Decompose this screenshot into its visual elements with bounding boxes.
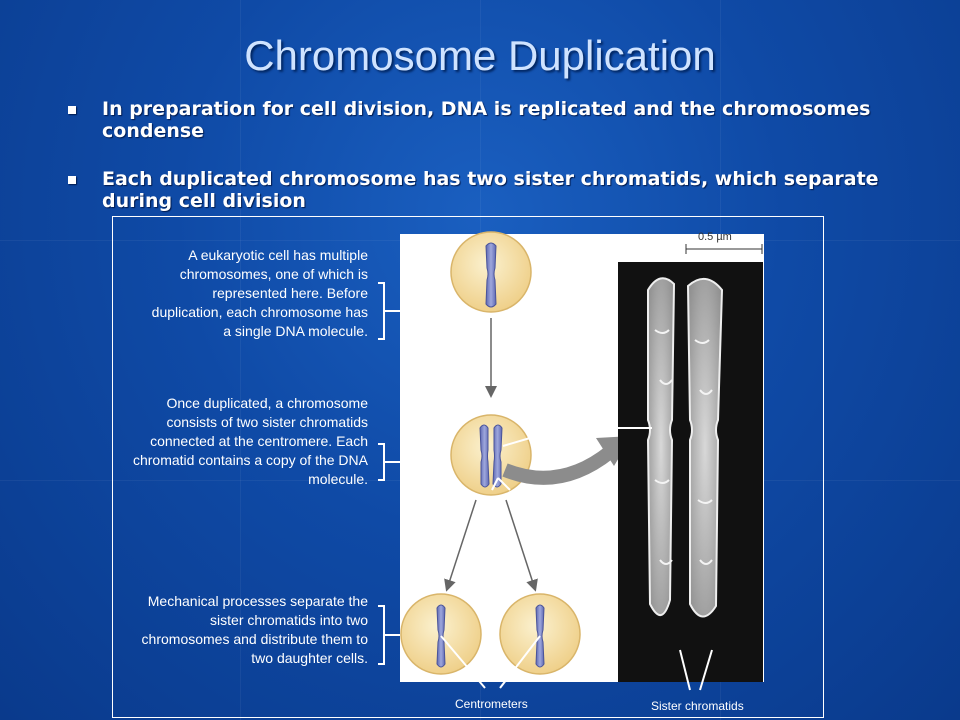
bullet-text: In preparation for cell division, DNA is… <box>102 98 871 142</box>
pointer-line <box>491 477 499 491</box>
caption-separation: Mechanical processes separate the sister… <box>141 593 368 666</box>
slide-title: Chromosome Duplication <box>244 32 716 79</box>
scale-bar-label: 0.5 µm <box>698 231 732 243</box>
cell-single-chromosome <box>450 231 532 313</box>
bracket-2 <box>378 443 400 481</box>
bullet-item: In preparation for cell division, DNA is… <box>62 98 902 142</box>
caption-duplicated-chromosome: Once duplicated, a chromosome consists o… <box>132 395 368 487</box>
bracket-3 <box>378 605 400 665</box>
sister-chromatid-left <box>479 424 490 488</box>
pointer-line <box>502 437 531 447</box>
chromosome <box>485 242 497 308</box>
sister-chromatids-label: Sister chromatids <box>651 699 744 713</box>
centrometers-label: Centrometers <box>455 697 528 711</box>
bullet-list: In preparation for cell division, DNA is… <box>62 98 902 238</box>
daughter-cell-left <box>400 593 482 675</box>
bullet-square-icon <box>68 106 76 114</box>
background-grid-line <box>240 0 241 720</box>
chromosome-micrograph <box>618 262 763 682</box>
curved-arrow <box>502 446 615 485</box>
centromere-pointers <box>440 635 541 689</box>
pointer-line <box>497 477 511 491</box>
bullet-text: Each duplicated chromosome has two siste… <box>102 168 879 212</box>
bracket-1 <box>378 282 400 340</box>
bullet-item: Each duplicated chromosome has two siste… <box>62 168 902 212</box>
arrow-left <box>444 499 477 592</box>
caption-brackets <box>378 282 400 665</box>
bullet-square-icon <box>68 176 76 184</box>
cell-duplicated-chromosome <box>450 414 532 496</box>
daughter-cell-right <box>499 593 581 675</box>
sister-chromatid-right <box>492 424 503 488</box>
sister-chromatid-pointers <box>679 649 713 691</box>
arrow-right <box>505 499 538 592</box>
caption-single-chromosome: A eukaryotic cell has multiple chromosom… <box>151 247 368 339</box>
figure-frame <box>112 216 824 718</box>
